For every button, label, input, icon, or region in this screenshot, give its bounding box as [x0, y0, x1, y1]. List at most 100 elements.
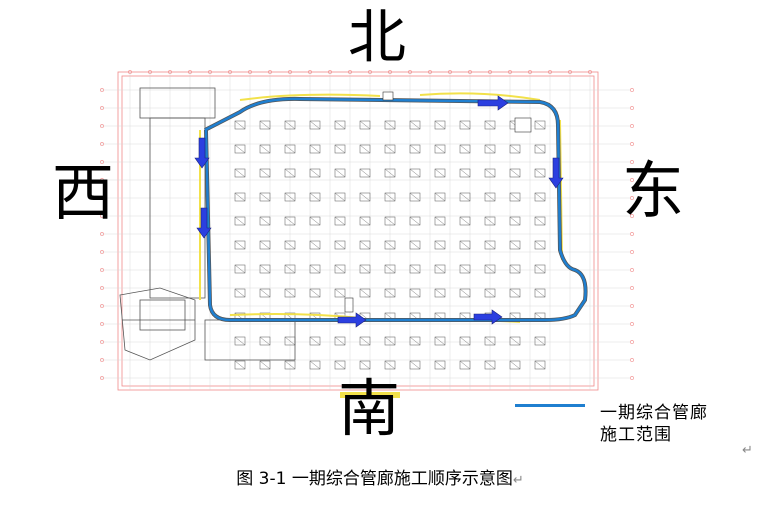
- column-mark-cross: [309, 144, 321, 154]
- grid-axis-bubble: [630, 106, 634, 110]
- column-mark: [359, 264, 371, 274]
- column-mark: [384, 192, 396, 202]
- column-mark-cross: [359, 360, 371, 370]
- column-mark-cross: [409, 336, 421, 346]
- column-mark: [234, 360, 246, 370]
- column-mark-cross: [284, 168, 296, 178]
- column-mark: [334, 288, 346, 298]
- column-mark-cross: [334, 288, 346, 298]
- grid-axis-bubble: [100, 142, 104, 146]
- column-mark-cross: [384, 360, 396, 370]
- column-mark: [484, 240, 496, 250]
- column-mark: [509, 288, 521, 298]
- column-mark: [384, 240, 396, 250]
- grid-axis-bubble: [228, 70, 232, 74]
- column-mark: [534, 288, 546, 298]
- column-mark-cross: [434, 240, 446, 250]
- grid-axis-bubble: [630, 250, 634, 254]
- column-mark-cross: [434, 264, 446, 274]
- column-mark-cross: [334, 216, 346, 226]
- column-mark-cross: [359, 240, 371, 250]
- column-mark: [509, 264, 521, 274]
- column-mark-cross: [434, 168, 446, 178]
- grid-axis-bubble: [488, 70, 492, 74]
- column-mark: [284, 240, 296, 250]
- column-mark: [259, 120, 271, 130]
- grid-axis-bubble: [568, 70, 572, 74]
- column-mark: [409, 192, 421, 202]
- grid-axis-bubble: [348, 70, 352, 74]
- column-mark-cross: [359, 216, 371, 226]
- column-mark-cross: [534, 144, 546, 154]
- column-mark-cross: [259, 336, 271, 346]
- column-mark: [359, 216, 371, 226]
- column-mark-cross: [384, 288, 396, 298]
- column-mark-cross: [284, 360, 296, 370]
- column-mark-cross: [509, 168, 521, 178]
- column-mark: [259, 360, 271, 370]
- column-mark: [534, 336, 546, 346]
- column-mark: [334, 120, 346, 130]
- column-mark-cross: [359, 144, 371, 154]
- column-mark-cross: [509, 288, 521, 298]
- column-mark: [484, 336, 496, 346]
- legend-label-line1: 一期综合管廊: [600, 403, 708, 423]
- column-mark-cross: [309, 288, 321, 298]
- column-mark: [534, 168, 546, 178]
- column-mark-cross: [434, 336, 446, 346]
- column-mark-cross: [384, 336, 396, 346]
- column-mark-cross: [484, 120, 496, 130]
- column-mark-cross: [409, 168, 421, 178]
- column-mark: [309, 144, 321, 154]
- column-mark-cross: [259, 216, 271, 226]
- grid-axis-bubble: [100, 286, 104, 290]
- grid-axis-bubble: [528, 70, 532, 74]
- column-mark: [484, 288, 496, 298]
- column-mark: [484, 144, 496, 154]
- column-mark: [234, 144, 246, 154]
- column-mark-cross: [459, 264, 471, 274]
- column-mark-cross: [284, 120, 296, 130]
- grid-inner-frame: [121, 75, 595, 387]
- column-mark: [534, 264, 546, 274]
- column-mark-cross: [409, 192, 421, 202]
- column-mark-cross: [409, 120, 421, 130]
- column-mark: [484, 264, 496, 274]
- column-mark: [309, 264, 321, 274]
- caption-text: 图 3-1 一期综合管廊施工顺序示意图: [236, 469, 513, 489]
- column-mark: [434, 360, 446, 370]
- column-mark: [384, 168, 396, 178]
- grid-axis-bubble: [100, 322, 104, 326]
- column-mark: [534, 120, 546, 130]
- column-mark-cross: [334, 192, 346, 202]
- column-mark: [459, 360, 471, 370]
- column-mark-cross: [259, 192, 271, 202]
- column-mark-cross: [309, 192, 321, 202]
- column-mark-cross: [234, 336, 246, 346]
- column-mark-cross: [534, 192, 546, 202]
- column-mark-cross: [459, 240, 471, 250]
- column-mark-cross: [334, 144, 346, 154]
- grid-axis-bubble: [630, 286, 634, 290]
- column-mark-cross: [409, 288, 421, 298]
- column-mark: [234, 336, 246, 346]
- column-mark: [309, 336, 321, 346]
- column-mark-cross: [409, 240, 421, 250]
- column-mark: [459, 168, 471, 178]
- column-mark: [334, 144, 346, 154]
- column-mark-cross: [284, 264, 296, 274]
- column-mark: [409, 288, 421, 298]
- grid-axis-bubble: [100, 250, 104, 254]
- column-mark-cross: [259, 168, 271, 178]
- column-mark-cross: [334, 360, 346, 370]
- south-label: 南: [338, 372, 401, 445]
- column-mark: [309, 288, 321, 298]
- grid-axis-bubble: [508, 70, 512, 74]
- column-mark-cross: [484, 216, 496, 226]
- grid-axis-bubble: [100, 106, 104, 110]
- grid-axis-bubble: [268, 70, 272, 74]
- column-mark: [459, 216, 471, 226]
- column-mark: [484, 168, 496, 178]
- column-mark: [509, 360, 521, 370]
